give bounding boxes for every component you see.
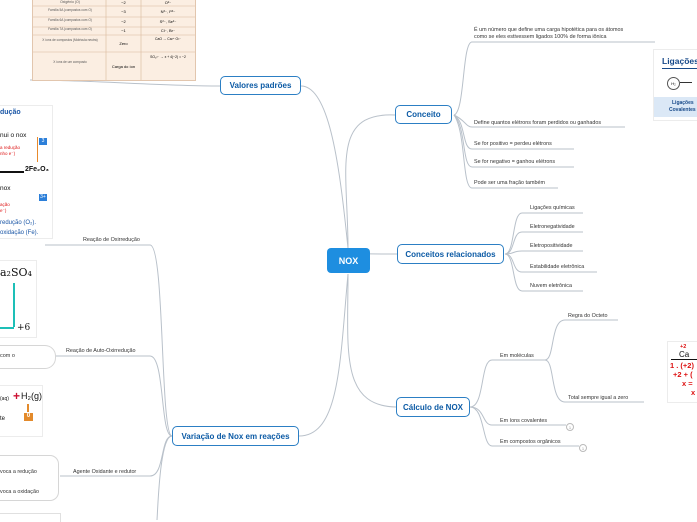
leaf-total-zero[interactable]: Total sempre igual a zero	[568, 395, 629, 401]
charge-text: +6	[17, 323, 31, 333]
calcium-nox-image: +2 Ca 1 . (+2) +2 + ( x = x	[668, 342, 697, 402]
redox-text: nui o nox	[0, 132, 27, 139]
table-grid	[33, 0, 195, 80]
hydrogen-image: (aq) + H₂(g) 0 te	[0, 386, 42, 436]
table-cell: −2	[121, 0, 126, 5]
calc-text: x =	[682, 379, 693, 388]
leaf-eletronegatividade[interactable]: Eletronegatividade	[530, 224, 575, 230]
redox-text: e⁻)	[0, 208, 7, 213]
nox-badge: 3+	[39, 194, 47, 201]
leaf-conceito-negative[interactable]: Se for negativo = ganhou elétrons	[474, 159, 556, 165]
nox-badge: 3	[39, 138, 47, 145]
table-cell: SO₄²⁻ → x + 4(−2) = −2	[150, 55, 186, 59]
bracket-line	[13, 283, 15, 327]
expand-toggle[interactable]: 1	[566, 423, 574, 431]
note-text: voca a redução	[0, 469, 37, 475]
table-cell: S²⁻, Se²⁻	[159, 19, 177, 24]
redox-product: 2Fe₂O₃	[25, 166, 49, 173]
table-cell: CaO → Ca²⁺ O²⁻	[155, 37, 181, 41]
bond-title: Ligações	[662, 56, 697, 66]
redox-text: nox	[0, 185, 11, 192]
leaf-regra-octeto[interactable]: Regra do Octeto	[568, 313, 608, 319]
table-cell: Carga do íon	[111, 64, 136, 69]
atom-circle: H₂	[667, 77, 680, 90]
leaf-reacao-oxirreducao[interactable]: Reação de Oxirredução	[83, 237, 140, 243]
redox-footnote: redução (O₂).	[0, 220, 37, 226]
node-calculo-nox[interactable]: Cálculo de NOX	[396, 397, 470, 417]
note-text: com o	[0, 353, 15, 359]
table-cell: X íons de um composto	[53, 60, 87, 64]
charge-text: +2	[680, 344, 687, 350]
species-text: te	[0, 416, 6, 422]
bond-caption: Covalentes	[669, 107, 696, 113]
node-valores-padroes[interactable]: Valores padrões	[220, 76, 301, 95]
calc-text: 1 . (+2)	[670, 361, 694, 370]
leaf-conceito-definition-2[interactable]: como se eles estivessem ligados 100% de …	[474, 34, 607, 40]
leaf-conceito-positive[interactable]: Se for positivo = perdeu elétrons	[474, 141, 552, 147]
nox-badge: 0	[24, 413, 33, 421]
redox-image: dução nui o nox a redução nho e⁻) 2Fe₂O₃…	[0, 106, 52, 238]
table-cell: −3	[121, 9, 126, 14]
table-cell: X íons de compostos (Molécula neutra)	[42, 38, 98, 42]
bracket-line	[0, 327, 14, 329]
table-cell: −1	[121, 28, 126, 33]
leaf-estabilidade-eletronica[interactable]: Estabilidade eletrônica	[530, 264, 585, 270]
table-cell: Cl⁻, Br⁻	[160, 28, 176, 33]
bond-caption: Ligações	[672, 100, 694, 106]
calc-text: +2 + (	[673, 370, 693, 379]
leaf-ligacoes-quimicas[interactable]: Ligações químicas	[530, 205, 575, 211]
covalent-bonds-image: Ligações H₂ Ligações Covalentes	[654, 50, 697, 120]
redox-text: nho e⁻)	[0, 151, 16, 156]
redox-footnote: oxidação (Fe).	[0, 230, 39, 236]
formula-text: H₂(g)	[21, 391, 42, 401]
calc-text: x	[691, 388, 696, 397]
table-cell: Família 7A (compostos com O)	[48, 27, 92, 31]
redox-title: dução	[0, 109, 21, 116]
expand-toggle[interactable]: 1	[579, 444, 587, 452]
leaf-em-organicos[interactable]: Em compostos orgânicos	[500, 439, 561, 445]
table-cell: N³⁻, P³⁻	[160, 9, 176, 14]
leaf-agente-oxidante-redutor[interactable]: Agente Oxidante e redutor	[73, 469, 137, 475]
leaf-em-moleculas[interactable]: Em moléculas	[500, 353, 534, 359]
bracket-line	[27, 404, 29, 412]
table-cell: Família 6A (compostos com O)	[48, 18, 92, 22]
note-text: voca a oxidação	[0, 489, 39, 495]
leaf-eletropositividade[interactable]: Eletropositividade	[530, 243, 573, 249]
redox-text: ação	[0, 202, 10, 207]
bracket-line	[37, 137, 38, 162]
leaf-conceito-fraction[interactable]: Pode ser uma fração também	[474, 180, 546, 186]
table-cell: Oxigênio (O)	[60, 0, 80, 4]
standard-values-table-image: Oxigênio (O) −2 O²⁻ Família 5A (composto…	[33, 0, 195, 80]
bottom-card	[0, 514, 60, 522]
agent-note-box[interactable]: voca a redução voca a oxidação	[0, 456, 58, 500]
leaf-conceito-electrons[interactable]: Define quantos elétrons foram perdidos o…	[474, 120, 602, 126]
node-variacao-nox[interactable]: Variação de Nox em reações	[172, 426, 299, 446]
node-conceito[interactable]: Conceito	[395, 105, 452, 124]
node-conceitos-relacionados[interactable]: Conceitos relacionados	[397, 244, 504, 264]
underline	[671, 359, 697, 360]
leaf-nuvem-eletronica[interactable]: Nuvem eletrônica	[530, 283, 572, 289]
element-symbol: Ca	[679, 350, 690, 359]
sodium-sulfate-image: a₂SO₄ +6	[0, 261, 36, 337]
leaf-conceito-definition-1[interactable]: É um número que define uma carga hipotét…	[474, 27, 624, 33]
table-cell: Zero	[119, 41, 128, 46]
formula-text: a₂SO₄	[0, 266, 32, 279]
leaf-auto-oxirreducao[interactable]: Reação de Auto-Oxirredução	[66, 348, 136, 354]
table-cell: −2	[121, 19, 126, 24]
species-text: (aq)	[0, 396, 9, 402]
caption-box	[654, 97, 697, 117]
arrow-line	[0, 171, 24, 173]
redox-text: a redução	[0, 145, 21, 150]
table-cell: O²⁻	[164, 0, 172, 5]
root-node-nox[interactable]: NOX	[327, 248, 370, 273]
auto-redox-note[interactable]: com o	[0, 346, 55, 368]
bond-arrow	[680, 82, 692, 83]
title-underline	[662, 68, 697, 69]
leaf-em-ions[interactable]: Em íons covalentes	[500, 418, 548, 424]
table-cell: Família 5A (compostos com O)	[48, 8, 92, 12]
